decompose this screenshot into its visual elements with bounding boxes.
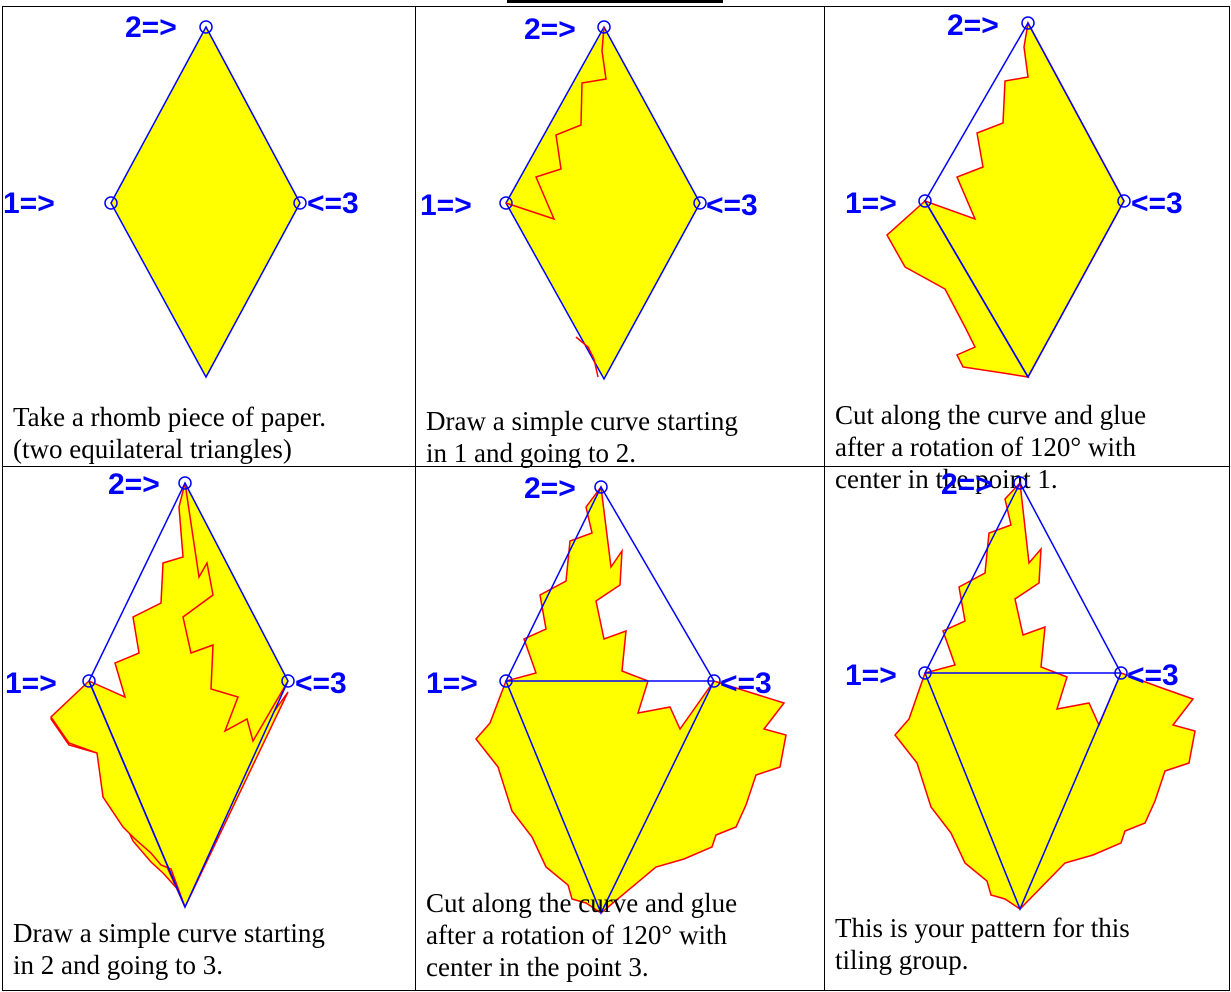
- point-2-label: 2=>: [108, 468, 160, 501]
- caption-line: after a rotation of 120° with: [835, 432, 1136, 462]
- point-2-label: 2=>: [947, 9, 999, 42]
- point-2-marker: [178, 476, 192, 490]
- point-1-marker: [499, 196, 513, 210]
- step-3-cell: 2=> 1=> <=3 Cut along the curve and glue…: [824, 6, 1230, 494]
- point-1-marker: [104, 196, 118, 210]
- triangle-outline: [504, 485, 716, 682]
- glued-piece: [50, 679, 186, 908]
- cut-curve-end: [575, 336, 599, 378]
- point-3-marker: [693, 196, 707, 210]
- lower-edges: [924, 672, 1122, 911]
- point-2-marker: [594, 480, 608, 494]
- step-2-caption: Draw a simple curve starting in 1 and go…: [426, 405, 738, 469]
- pattern-shape: [475, 485, 787, 914]
- point-3-label: <=3: [1127, 659, 1179, 692]
- caption-line: Draw a simple curve starting: [13, 918, 325, 948]
- step-1-figure: 2=> 1=> <=3: [3, 11, 359, 379]
- rotation-line: [924, 200, 1029, 378]
- point-1-marker: [82, 674, 96, 688]
- point-1-marker: [499, 674, 513, 688]
- step-4-caption: Draw a simple curve starting in 2 and go…: [13, 917, 325, 981]
- rhomb-shape: [505, 25, 701, 381]
- caption-line: This is your pattern for this: [835, 913, 1130, 943]
- step-6-figure: 2=> 1=> <=3: [845, 468, 1196, 911]
- tiling-steps-table: 2=> 1=> <=3 Take a rhomb piece of paper.…: [2, 6, 1230, 991]
- point-1-label: 1=>: [426, 667, 478, 700]
- step-5-cell: 2=> 1=> <=3 Cut along the curve and glue…: [415, 466, 825, 991]
- cut-curve-2: [182, 482, 289, 743]
- point-1-marker: [918, 666, 932, 680]
- point-3-marker: [707, 674, 721, 688]
- rhomb-shape: [110, 25, 301, 379]
- point-3-marker: [1114, 666, 1128, 680]
- point-3-label: <=3: [307, 187, 359, 220]
- pattern-shape: [894, 481, 1196, 910]
- rotation-line: [88, 680, 186, 908]
- point-3-label: <=3: [1131, 187, 1183, 220]
- point-3-marker: [1117, 194, 1131, 208]
- step-2-figure: 2=> 1=> <=3: [420, 13, 758, 381]
- point-2-label: 2=>: [524, 13, 576, 46]
- point-2-marker: [1021, 16, 1035, 30]
- step-6-cell: 2=> 1=> <=3 This is your pattern for thi…: [824, 466, 1230, 991]
- caption-line: Cut along the curve and glue: [426, 888, 738, 918]
- cut-curve-1: [88, 482, 186, 699]
- step-5-caption: Cut along the curve and glue after a rot…: [426, 887, 737, 983]
- point-2-label: 2=>: [524, 472, 576, 505]
- step-1-caption: Take a rhomb piece of paper. (two equila…: [13, 401, 326, 465]
- lower-edges: [505, 680, 715, 915]
- point-1-label: 1=>: [845, 659, 897, 692]
- step-1-cell: 2=> 1=> <=3 Take a rhomb piece of paper.…: [2, 6, 416, 467]
- point-2-label: 2=>: [941, 468, 993, 501]
- caption-line: (two equilateral triangles): [13, 434, 292, 464]
- point-2-label: 2=>: [125, 11, 177, 44]
- step-4-cell: 2=> 1=> <=3 Draw a simple curve starting…: [2, 466, 416, 991]
- point-1-label: 1=>: [845, 187, 897, 220]
- title-underline: [507, 0, 723, 3]
- caption-line: after a rotation of 120° with: [426, 920, 727, 950]
- caption-line: in 1 and going to 2.: [426, 438, 636, 468]
- step-4-figure: 2=> 1=> <=3: [5, 468, 347, 909]
- caption-line: Cut along the curve and glue: [835, 400, 1147, 430]
- point-3-marker: [281, 674, 295, 688]
- caption-line: in 2 and going to 3.: [13, 950, 223, 980]
- point-2-marker: [1013, 476, 1027, 490]
- triangle-outline: [923, 481, 1123, 674]
- cut-curve: [505, 26, 607, 221]
- point-2-marker: [199, 20, 213, 34]
- step-6-caption: This is your pattern for this tiling gro…: [835, 912, 1130, 976]
- caption-line: center in the point 3.: [426, 952, 649, 982]
- rhomb-half-filled: [923, 20, 1125, 379]
- point-3-label: <=3: [295, 667, 347, 700]
- point-1-marker: [918, 194, 932, 208]
- caption-line: Take a rhomb piece of paper.: [13, 402, 326, 432]
- caption-line: tiling group.: [835, 945, 969, 975]
- point-1-label: 1=>: [3, 187, 55, 220]
- point-3-marker: [293, 196, 307, 210]
- point-3-label: <=3: [706, 189, 758, 222]
- point-1-label: 1=>: [420, 189, 472, 222]
- step-5-figure: 2=> 1=> <=3: [426, 472, 787, 915]
- step-2-cell: 2=> 1=> <=3 Draw a simple curve starting…: [415, 6, 825, 469]
- point-2-marker: [597, 20, 611, 34]
- point-3-label: <=3: [720, 667, 772, 700]
- caption-line: Draw a simple curve starting: [426, 406, 738, 436]
- glued-piece: [886, 199, 1030, 378]
- point-1-label: 1=>: [5, 667, 57, 700]
- step-3-figure: 2=> 1=> <=3: [845, 9, 1183, 379]
- upper-fill: [89, 483, 288, 907]
